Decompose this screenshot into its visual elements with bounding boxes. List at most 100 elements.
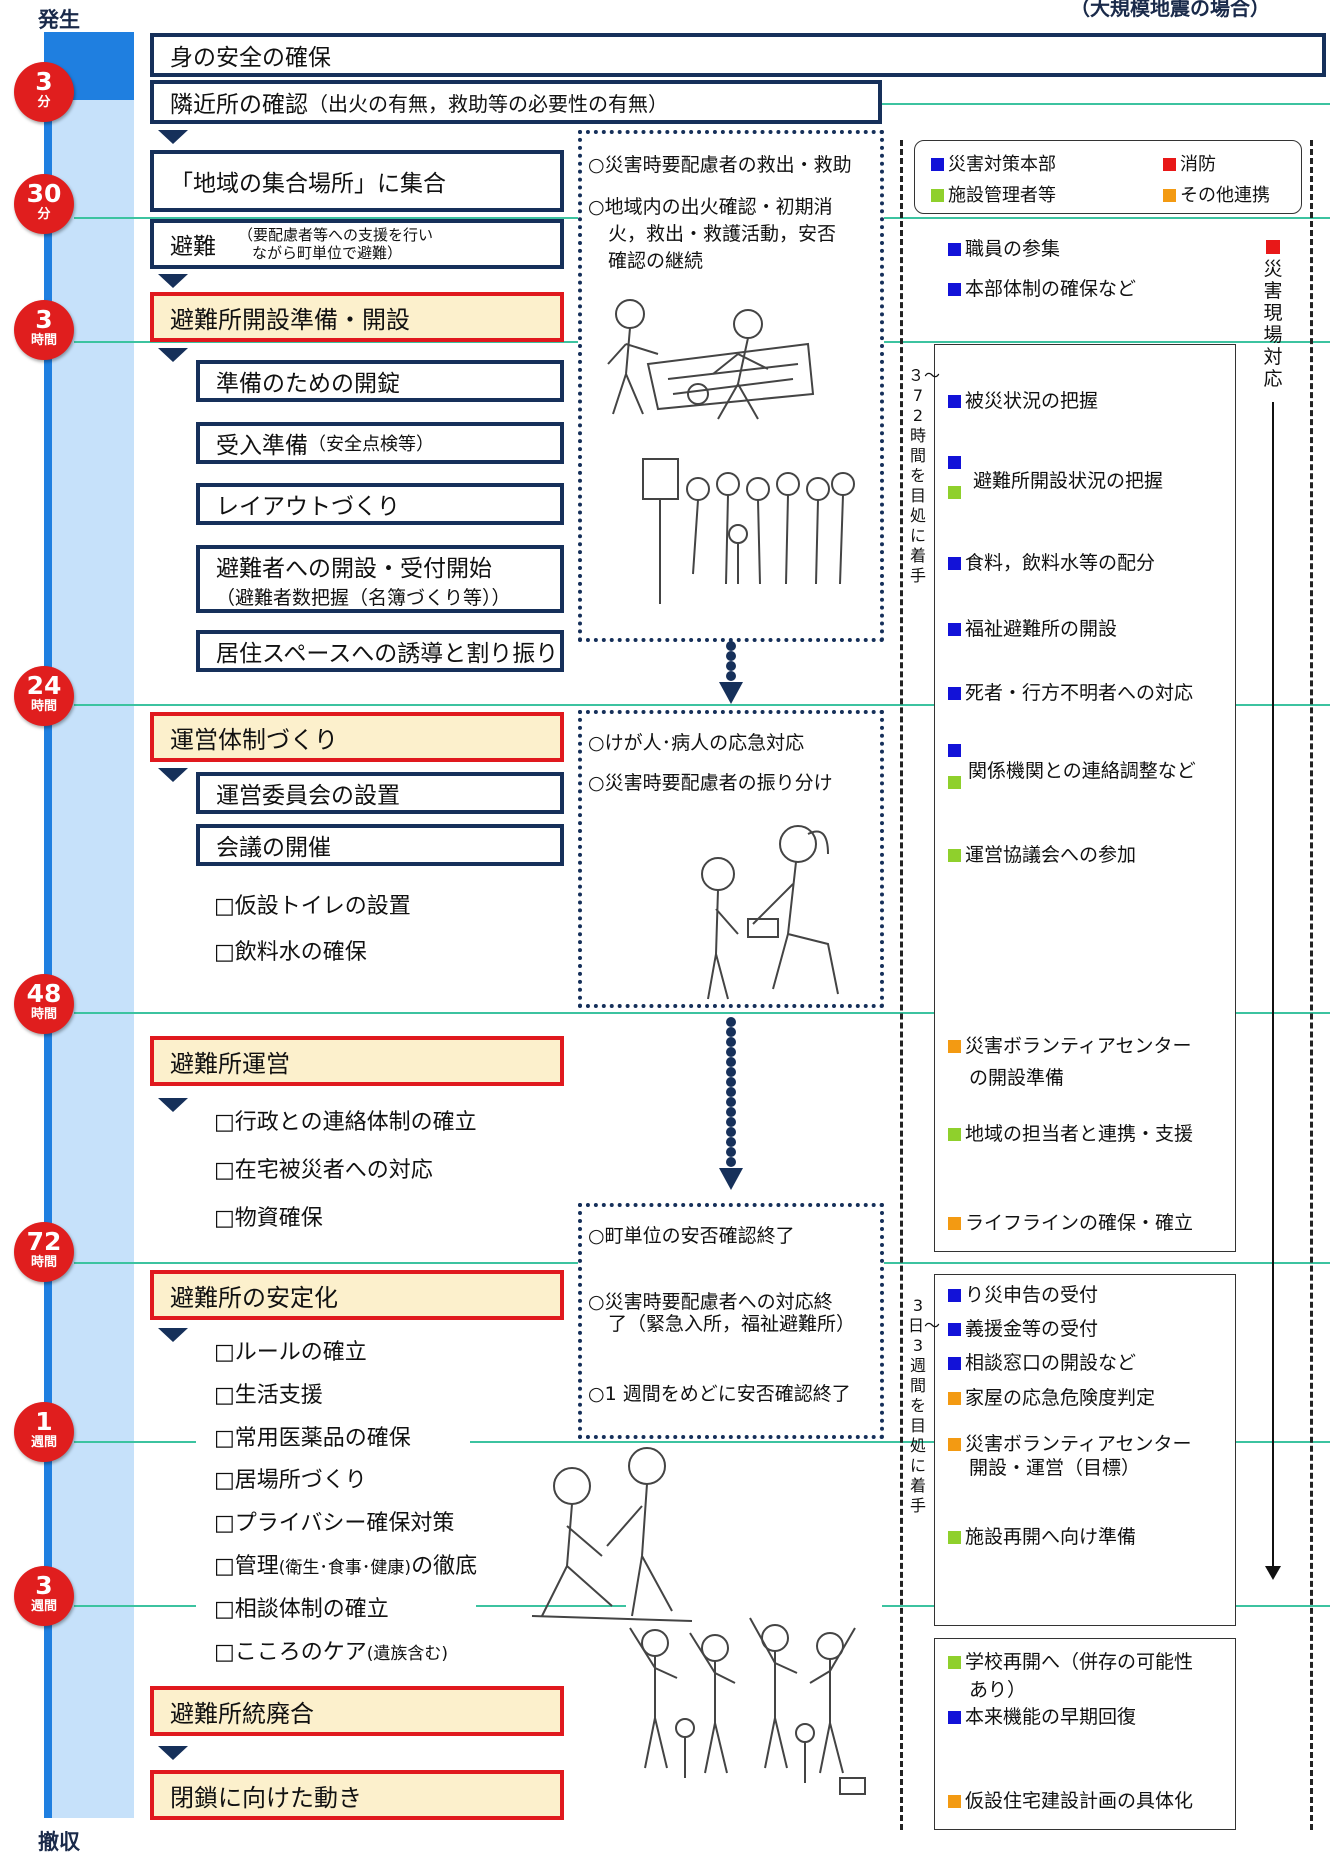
task-place: □居場所づくり	[214, 1468, 367, 1493]
task-coordination: 関係機関との連絡調整など	[948, 744, 1196, 789]
step-layout: レイアウトづくり	[196, 483, 564, 525]
phase-consolidation: 避難所統廃合	[150, 1686, 564, 1736]
flow-arrow	[158, 1746, 188, 1760]
legend-facility: 施設管理者等	[931, 181, 1056, 207]
task-donations: 義援金等の受付	[948, 1314, 1098, 1341]
time-line-24h	[74, 704, 1330, 706]
safety-confirm-box: ○町単位の安否確認終了 ○災害時要配慮者への対応終了（緊急入所，福祉避難所） ○…	[578, 1203, 884, 1439]
step-living-space: 居住スペースへの誘導と割り振り	[196, 630, 564, 672]
task-volunteer-prep: 災害ボランティアセンターの開設準備	[948, 1030, 1191, 1094]
flow-arrow	[158, 348, 188, 362]
legend-hq-swatch	[931, 158, 944, 171]
task-supplies: □物資確保	[214, 1206, 323, 1231]
legend-other: その他連携	[1163, 181, 1270, 207]
legend-other-swatch	[1163, 189, 1176, 202]
task-toilet: □仮設トイレの設置	[214, 894, 411, 919]
period-label-3d-3w: 3日〜3週間を目処に着手	[908, 1296, 941, 1515]
time-line-1w-a	[74, 1441, 196, 1443]
task-hq-setup: 本部体制の確保など	[948, 274, 1136, 301]
care-illustration	[531, 1447, 693, 1622]
task-medicine: □常用医薬品の確保	[214, 1426, 411, 1451]
task-consult-window: 相談窓口の開設など	[948, 1348, 1136, 1375]
phase-operation: 避難所運営	[150, 1036, 564, 1086]
task-local-support: 地域の担当者と連携・支援	[948, 1119, 1193, 1146]
timeline-axis	[44, 32, 52, 1818]
task-welfare-shelter: 福祉避難所の開設	[948, 614, 1117, 641]
first-aid-illustration	[701, 825, 839, 1000]
flow-arrow	[158, 1328, 188, 1342]
task-food: 食料，飲料水等の配分	[948, 548, 1155, 575]
task-temp-housing: 仮設住宅建設計画の具体化	[948, 1786, 1193, 1813]
task-dead-missing: 死者・行方不明者への対応	[948, 678, 1193, 705]
time-line-48h	[74, 1012, 1330, 1014]
flow-arrow-down	[719, 1017, 743, 1190]
phase-shelter-opening: 避難所開設準備・開設	[150, 292, 564, 342]
exercise-illustration	[629, 1617, 866, 1795]
task-restore: 本来機能の早期回復	[948, 1702, 1136, 1729]
task-damage-cert: り災申告の受付	[948, 1280, 1098, 1307]
step-evacuate: 避難 （要配慮者等への支援を行いながら町単位で避難）	[150, 219, 564, 269]
agency-dashed-border-left	[900, 140, 903, 1830]
step-reception: 避難者への開設・受付開始（避難者数把握（名簿づくり等））	[196, 545, 564, 613]
task-volunteer-center: 災害ボランティアセンター開設・運営（目標）	[948, 1432, 1191, 1480]
task-privacy: □プライバシー確保対策	[214, 1511, 455, 1536]
step-neighbors: 隣近所の確認（出火の有無，救助等の必要性の有無）	[150, 80, 882, 124]
period-box-3-72h	[934, 344, 1236, 1252]
step-meeting: 会議の開催	[196, 824, 564, 866]
task-house-inspection: 家屋の応急危険度判定	[948, 1383, 1155, 1410]
phase-management-setup: 運営体制づくり	[150, 712, 564, 762]
flow-arrow	[158, 1098, 188, 1112]
task-facility-reopen: 施設再開へ向け準備	[948, 1522, 1136, 1549]
timeline-bar-light	[52, 100, 134, 1818]
flow-arrow	[158, 130, 188, 144]
task-shelter-status: 避難所開設状況の把握	[948, 456, 1163, 499]
flow-arrow	[158, 768, 188, 782]
step-gather: 「地域の集合場所」に集合	[150, 150, 564, 212]
task-water: □飲料水の確保	[214, 940, 367, 965]
task-home-victims: □在宅被災者への対応	[214, 1158, 433, 1183]
legend: 災害対策本部 消防 施設管理者等 その他連携	[914, 140, 1302, 214]
flow-arrow	[158, 274, 188, 288]
task-gov-contact: □行政との連絡体制の確立	[214, 1110, 477, 1135]
page-subtitle: （大規模地震の場合）	[1070, 0, 1270, 20]
task-lifeline: ライフラインの確保・確立	[948, 1208, 1193, 1235]
start-label: 発生	[38, 8, 80, 32]
period-box-3d-3w	[934, 1274, 1236, 1626]
task-school-reopen: 学校再開へ（併存の可能性あり）	[948, 1648, 1193, 1704]
step-receive: 受入準備（安全点検等）	[196, 422, 564, 464]
fire-response-line	[1272, 402, 1274, 1566]
first-aid-box: ○けが人･病人の応急対応 ○災害時要配慮者の振り分け	[578, 710, 884, 1008]
rescue-activities-box: ○災害時要配慮者の救出・救助 ○地域内の出火確認・初期消火，救出・救護活動，安否…	[578, 130, 884, 642]
recovery-box	[934, 1638, 1236, 1830]
flow-arrow-down	[719, 641, 743, 704]
fire-square	[1266, 240, 1280, 254]
fire-response-arrowhead	[1265, 1566, 1281, 1580]
time-line-3w-a	[74, 1605, 196, 1607]
phase-closing: 閉鎖に向けた動き	[150, 1770, 564, 1820]
task-staff-assembly: 職員の参集	[948, 234, 1060, 261]
task-management: □管理(衛生･食事･健康)の徹底	[214, 1554, 478, 1579]
fire-response-label: 災害現場対応	[1263, 258, 1283, 390]
legend-fire-swatch	[1163, 158, 1176, 171]
time-line-3min	[882, 103, 1330, 105]
step-unlock: 準備のための開錠	[196, 360, 564, 402]
end-label: 撤収	[38, 1830, 80, 1854]
legend-fire: 消防	[1163, 150, 1216, 176]
task-mental-care: □こころのケア(遺族含む)	[214, 1640, 449, 1665]
task-consult: □相談体制の確立	[214, 1597, 389, 1622]
step-safety: 身の安全の確保	[150, 33, 1326, 77]
rescue-illustration	[607, 299, 855, 604]
phase-stabilization: 避難所の安定化	[150, 1270, 564, 1320]
task-life-support: □生活支援	[214, 1383, 323, 1408]
legend-facility-swatch	[931, 189, 944, 202]
legend-hq: 災害対策本部	[931, 150, 1056, 176]
task-council: 運営協議会への参加	[948, 840, 1136, 867]
task-rules: □ルールの確立	[214, 1340, 367, 1365]
time-line-3w-b	[476, 1605, 626, 1607]
